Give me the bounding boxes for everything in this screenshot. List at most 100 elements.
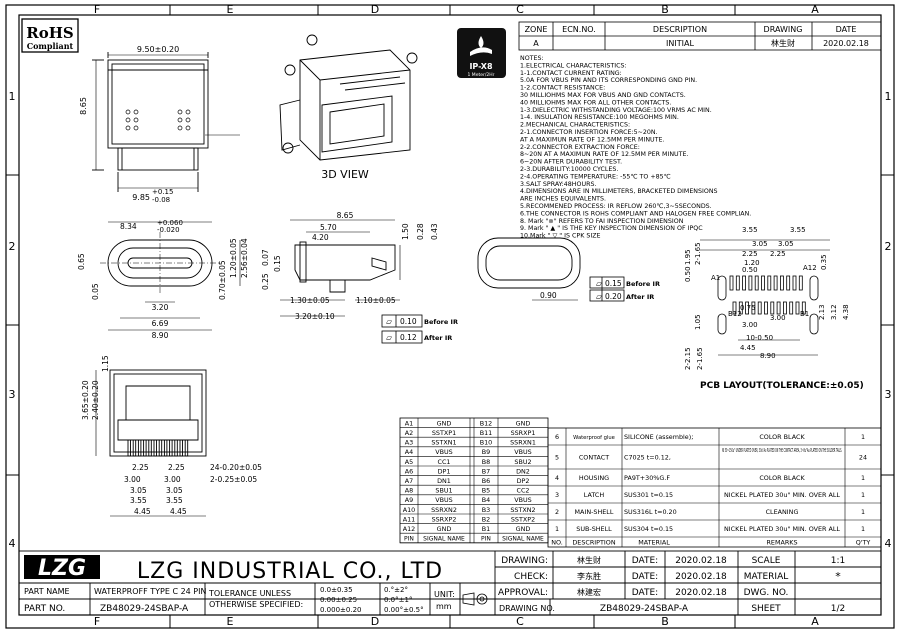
row-label-left: 3 <box>9 388 16 401</box>
pin-table-cell: B12 <box>480 419 493 427</box>
note-line: 9. Mark " ▲ " IS THE KEY INSPECTION DIME… <box>520 225 703 232</box>
dim-side-d: 1.10±0.05 <box>356 296 396 305</box>
bottom-pin <box>153 439 157 457</box>
pcb-pad <box>764 301 768 315</box>
dim-front-h2: 1.20±0.05 <box>229 238 238 278</box>
flatness-icon: ▱ <box>596 279 602 288</box>
note-line: 6~20N AFTER DURABILITY TEST. <box>520 159 622 166</box>
bom-cell: 1 <box>861 508 865 516</box>
dim-front-width: 8.34 <box>120 222 137 231</box>
pcb-w2b: 3.05 <box>778 240 794 248</box>
bom-cell: SILICONE (assemble); <box>624 433 693 441</box>
col-label-bottom: E <box>227 615 234 628</box>
pin-table-cell: SBU2 <box>514 458 531 466</box>
dim-bottom-w3b: 3.05 <box>166 486 183 495</box>
pin-table-cell: B9 <box>482 448 490 456</box>
row-label-right: 3 <box>885 388 892 401</box>
iso-view-label: 3D VIEW <box>321 168 369 181</box>
dim-front-w2: 6.69 <box>152 319 169 328</box>
pin-table-cell: A7 <box>405 477 413 485</box>
date-label: DATE: <box>632 556 658 566</box>
col-label-top: B <box>661 3 669 16</box>
pin-table-cell: A11 <box>403 515 416 523</box>
pcb-w7: 3.00 <box>742 321 758 329</box>
dim-bottom-h1: 3.65±0.20 <box>81 380 90 420</box>
note-line: 8. Mark "⊚" REFERS TO FAI INSPECTION DIM… <box>520 218 684 225</box>
dim-side-len: 8.65 <box>337 211 354 220</box>
dim-bottom-w1: 2.25 <box>132 463 149 472</box>
company-logo: LZG <box>38 556 86 581</box>
pcb-h7: 2.13 <box>818 304 826 320</box>
pin-table-cell: SSTXN2 <box>510 506 535 514</box>
bom-header: DESCRIPTION <box>572 539 615 547</box>
pcb-pad <box>761 275 765 291</box>
bom-cell: CLEANING <box>766 508 799 516</box>
dim-front-w3: 8.90 <box>152 331 169 340</box>
pin-table-cell: A3 <box>405 439 413 447</box>
ip-rating-badge: IP-X8 1 Meter/2Hr <box>457 28 506 78</box>
dim-side-i: 0.07 <box>261 249 270 266</box>
pin-table-cell: B6 <box>482 477 490 485</box>
drawing-by: 林生财 <box>577 555 601 565</box>
title-block-grid <box>18 550 882 616</box>
pin-table-cell: A10 <box>403 506 416 514</box>
pin-table-header: PIN <box>404 536 414 543</box>
pcb-h4: 1.05 <box>694 314 702 330</box>
frame-labels: F E D C B A F E D C B A 1 2 3 4 1 2 3 4 <box>9 3 892 628</box>
dwg-no-label: DWG. NO. <box>744 588 789 598</box>
dim-front-w1: 3.20 <box>152 303 169 312</box>
flatness-icon: ▱ <box>596 292 602 301</box>
bom-cell: 4 <box>555 474 559 482</box>
pcb-pad <box>798 275 803 291</box>
dim-side-c: 1.50 <box>401 223 410 240</box>
pin-table-header: SIGNAL NAME <box>502 536 544 543</box>
end-flat1-note: Before IR <box>626 280 660 288</box>
dim-bottom-r2: 2-0.25±0.05 <box>210 475 257 484</box>
date-label: DATE: <box>632 588 658 598</box>
angle-tolerance-1: 0.°±2° <box>384 586 408 594</box>
dim-side-h: 0.15 <box>273 255 282 272</box>
col-label-bottom: B <box>661 615 669 628</box>
pin-table-cell: SSTXP2 <box>511 515 535 523</box>
bom-cell: COLOR BLACK <box>759 433 805 441</box>
dim-front-l2: 0.05 <box>91 283 100 300</box>
tolerance-value-3: 0.000±0.20 <box>320 606 362 614</box>
dim-bottom-w5: 4.45 <box>134 507 151 516</box>
pcb-h3: 1.95 <box>684 249 692 265</box>
note-line: 1-3.DIELECTRIC WITHSTANDING VOLTAGE:100 … <box>520 107 712 114</box>
pcb-pad <box>773 275 778 291</box>
bom-cell: PA9T+30%G.F <box>624 474 670 482</box>
row-label-left: 4 <box>9 537 16 550</box>
pcb-pad <box>792 275 797 291</box>
pcb-w9: 8.90 <box>760 352 776 360</box>
pcb-dims: 3.55 3.55 3.05 3.05 2.25 2.25 1.20 0.50 … <box>684 226 850 370</box>
bom-cell: 3 <box>555 491 559 499</box>
pin-table-cell: DP2 <box>517 477 530 485</box>
bottom-pin <box>127 439 131 457</box>
bom-header: MATERIAL <box>638 539 670 547</box>
pcb-pad <box>757 301 762 315</box>
pcb-pad <box>767 275 772 291</box>
pcb-pad <box>795 301 800 315</box>
pin-table-cell: A12 <box>403 525 416 533</box>
tolerance-value-1: 0.0±0.35 <box>320 586 353 594</box>
pcb-w1b: 3.55 <box>790 226 806 234</box>
bottom-view <box>95 369 207 517</box>
dim-side-k: 0.28 <box>416 223 425 240</box>
dim-side-g: 0.43 <box>430 223 439 240</box>
pcb-pad <box>801 301 806 315</box>
pin-table-cell: GND <box>516 419 531 427</box>
pcb-label-b12: B12 <box>728 310 742 318</box>
pcb-pad <box>735 275 740 291</box>
end-view <box>477 237 581 301</box>
note-line: 1.ELECTRICAL CHARACTERISTICS: <box>520 62 627 69</box>
unit-value: mm <box>436 602 452 611</box>
revision-table-text: ZONE ECN.NO. DESCRIPTION DRAWING DATE A … <box>525 25 869 48</box>
pin-table-cell: DP1 <box>438 467 451 475</box>
rev-drawing: 林生财 <box>771 38 795 48</box>
dim-bottom-w2b: 3.00 <box>164 475 181 484</box>
bom-cell: COLOR BLACK <box>759 474 805 482</box>
part-no-label: PART NO. <box>24 604 65 614</box>
